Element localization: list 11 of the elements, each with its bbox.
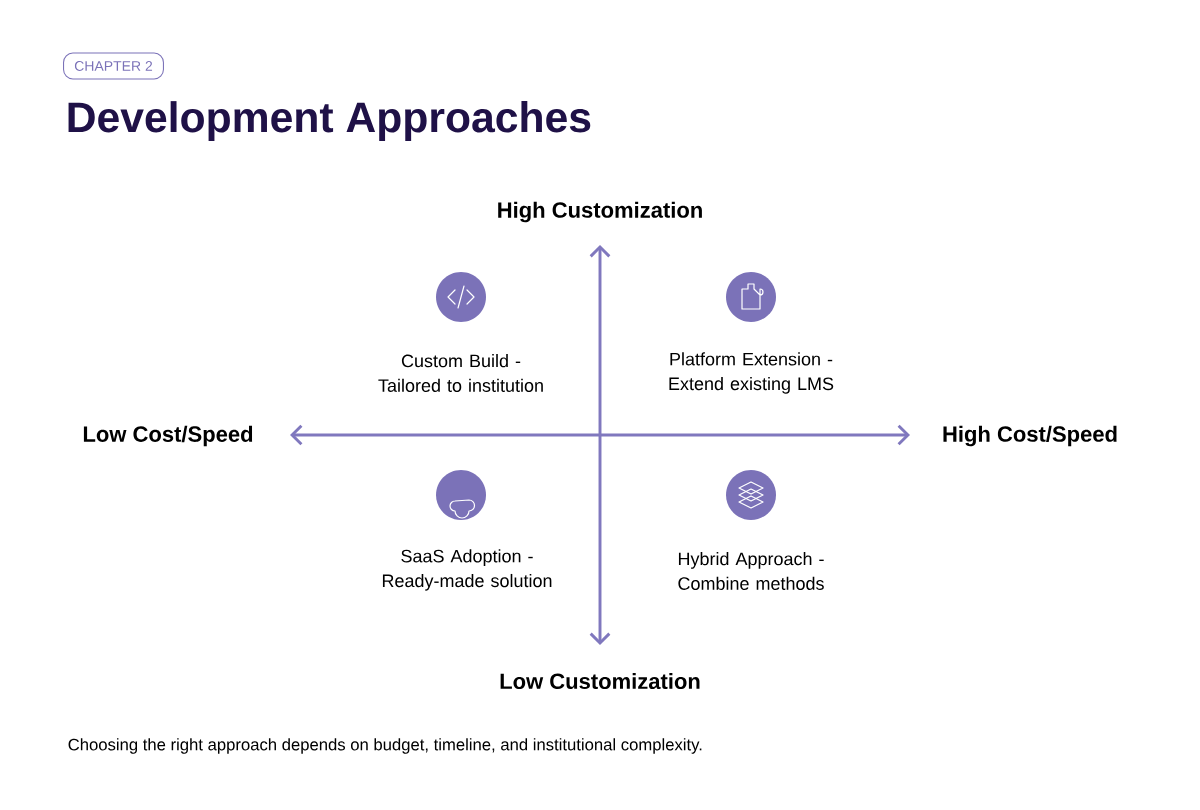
quadrant-label: SaaS Adoption - Ready-made solution bbox=[382, 549, 552, 591]
chapter-badge: CHAPTER 2 bbox=[63, 52, 164, 80]
quadrant-label: Hybrid Approach - Combine methods bbox=[678, 552, 824, 590]
quadrant-label: Custom Build - Tailored to institution bbox=[378, 354, 543, 392]
title: Development Approaches bbox=[68, 101, 591, 141]
caption: Choosing the right approach depends on budget, timeline, and institutional complexity. bbox=[68, 738, 702, 754]
axis-label: High Customization bbox=[498, 201, 702, 223]
axis-label: Low Customization bbox=[500, 672, 700, 690]
axis-label: High Cost/Speed bbox=[943, 425, 1117, 447]
axis-label: Low Cost/Speed bbox=[83, 425, 253, 447]
quadrant-label: Platform Extension - Extend existing LMS bbox=[669, 352, 834, 394]
